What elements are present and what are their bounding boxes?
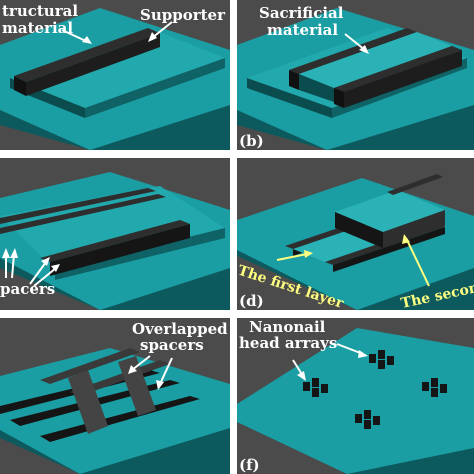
nanonail-cluster-2 bbox=[303, 378, 328, 397]
spacer-rail-1 bbox=[0, 188, 156, 224]
panel-c-illustration: pacers bbox=[0, 172, 230, 310]
spacer-arrow-4 bbox=[33, 267, 57, 287]
spacer-rail-4 bbox=[50, 224, 190, 276]
supporter-front bbox=[247, 78, 332, 118]
first-layer-arrow bbox=[276, 253, 308, 261]
supporter-side bbox=[55, 228, 225, 280]
crossbar-post-1 bbox=[68, 370, 108, 434]
label-structural-line1: tructural bbox=[2, 2, 78, 20]
panel-f-illustration: Nanonail head arrays (f) bbox=[237, 318, 474, 474]
crossbar-1 bbox=[40, 348, 140, 384]
substrate-top bbox=[237, 328, 474, 474]
overlap-arrowhead-1 bbox=[128, 365, 137, 374]
structural-arrow bbox=[61, 29, 89, 43]
panel-a: tructural material Supporter bbox=[0, 0, 230, 150]
nanonail-arrowhead-2 bbox=[297, 371, 306, 381]
panel-d-illustration: The first layer The second (d) bbox=[237, 174, 474, 310]
overlap-arrow-2 bbox=[159, 357, 173, 385]
sacrificial-arrow bbox=[344, 33, 366, 51]
second-layer-front bbox=[335, 212, 383, 248]
structural-rail-top bbox=[14, 28, 160, 82]
label-sacrificial-line1: Sacrificial bbox=[259, 4, 344, 22]
panel-tag-b: (b) bbox=[239, 132, 264, 150]
first-layer-rail-2-side bbox=[333, 227, 445, 272]
nanonail-cluster-3 bbox=[422, 378, 447, 397]
sacrificial-arrowhead bbox=[359, 45, 369, 54]
second-layer-side bbox=[383, 210, 445, 248]
supporter-arrow bbox=[151, 21, 173, 39]
panel-a-illustration: tructural material Supporter bbox=[0, 2, 230, 150]
label-supporter: Supporter bbox=[140, 6, 226, 24]
spacer-arrowhead-2 bbox=[10, 248, 18, 258]
panel-c: pacers bbox=[0, 158, 230, 310]
spacer-rail-3 bbox=[40, 220, 190, 262]
structural-arrowhead bbox=[82, 36, 92, 44]
panel-tag-d: (d) bbox=[239, 292, 264, 310]
label-nanonail-line2: head arrays bbox=[239, 334, 337, 352]
structural-rail-side bbox=[26, 33, 160, 96]
second-layer-arrow bbox=[406, 239, 430, 287]
panel-f: Nanonail head arrays (f) bbox=[237, 318, 474, 474]
spacer-arrowhead-3 bbox=[41, 257, 50, 266]
nanonail-arrow-1 bbox=[336, 343, 364, 355]
label-spacers: pacers bbox=[0, 280, 55, 298]
spacer-rail-2 bbox=[0, 194, 166, 234]
supporter-arrowhead bbox=[148, 32, 157, 42]
sacrificial-front bbox=[299, 74, 334, 102]
overlap-arrowhead-2 bbox=[156, 380, 164, 390]
second-layer-rail bbox=[387, 174, 443, 195]
rail-3 bbox=[40, 396, 200, 442]
nanonail-cluster-1 bbox=[369, 350, 394, 369]
structural-rail-front bbox=[14, 76, 26, 96]
label-overlapped-line1: Overlapped bbox=[132, 320, 228, 338]
label-sacrificial-line2: material bbox=[267, 21, 338, 39]
panel-b-illustration: Sacrificial material (b) bbox=[237, 4, 474, 150]
structural-rail-front bbox=[289, 70, 299, 90]
structural-rail2-front bbox=[334, 88, 344, 108]
crossbar-post-2 bbox=[118, 356, 156, 416]
supporter-side bbox=[85, 58, 225, 118]
spacer-arrow-3 bbox=[29, 261, 47, 285]
supporter-top bbox=[10, 28, 225, 108]
overlap-arrow-1 bbox=[131, 355, 151, 371]
nanonail-arrowhead-1 bbox=[358, 350, 368, 358]
sacrificial-top bbox=[299, 32, 452, 88]
panel-e: Overlapped spacers bbox=[0, 318, 230, 474]
panel-e-illustration: Overlapped spacers bbox=[0, 320, 230, 474]
second-layer-arrowhead bbox=[402, 234, 410, 244]
second-layer-top bbox=[335, 190, 445, 232]
structural-rail-top bbox=[289, 28, 417, 74]
crossbar-2 bbox=[70, 360, 170, 396]
spacer-arrowhead-4 bbox=[51, 264, 60, 272]
structural-rail2-side bbox=[344, 50, 462, 108]
panel-tag-f: (f) bbox=[239, 456, 260, 474]
first-layer-arrowhead bbox=[304, 250, 313, 258]
label-structural-line2: material bbox=[2, 19, 73, 37]
nanonail-cluster-4 bbox=[355, 410, 380, 429]
label-overlapped-line2: spacers bbox=[140, 336, 204, 354]
panel-b: Sacrificial material (b) bbox=[237, 0, 474, 150]
panel-d: The first layer The second (d) bbox=[237, 158, 474, 310]
spacer-arrowhead-1 bbox=[2, 248, 10, 258]
structural-rail2-top bbox=[334, 46, 462, 92]
label-nanonail-line1: Nanonail bbox=[249, 318, 326, 336]
